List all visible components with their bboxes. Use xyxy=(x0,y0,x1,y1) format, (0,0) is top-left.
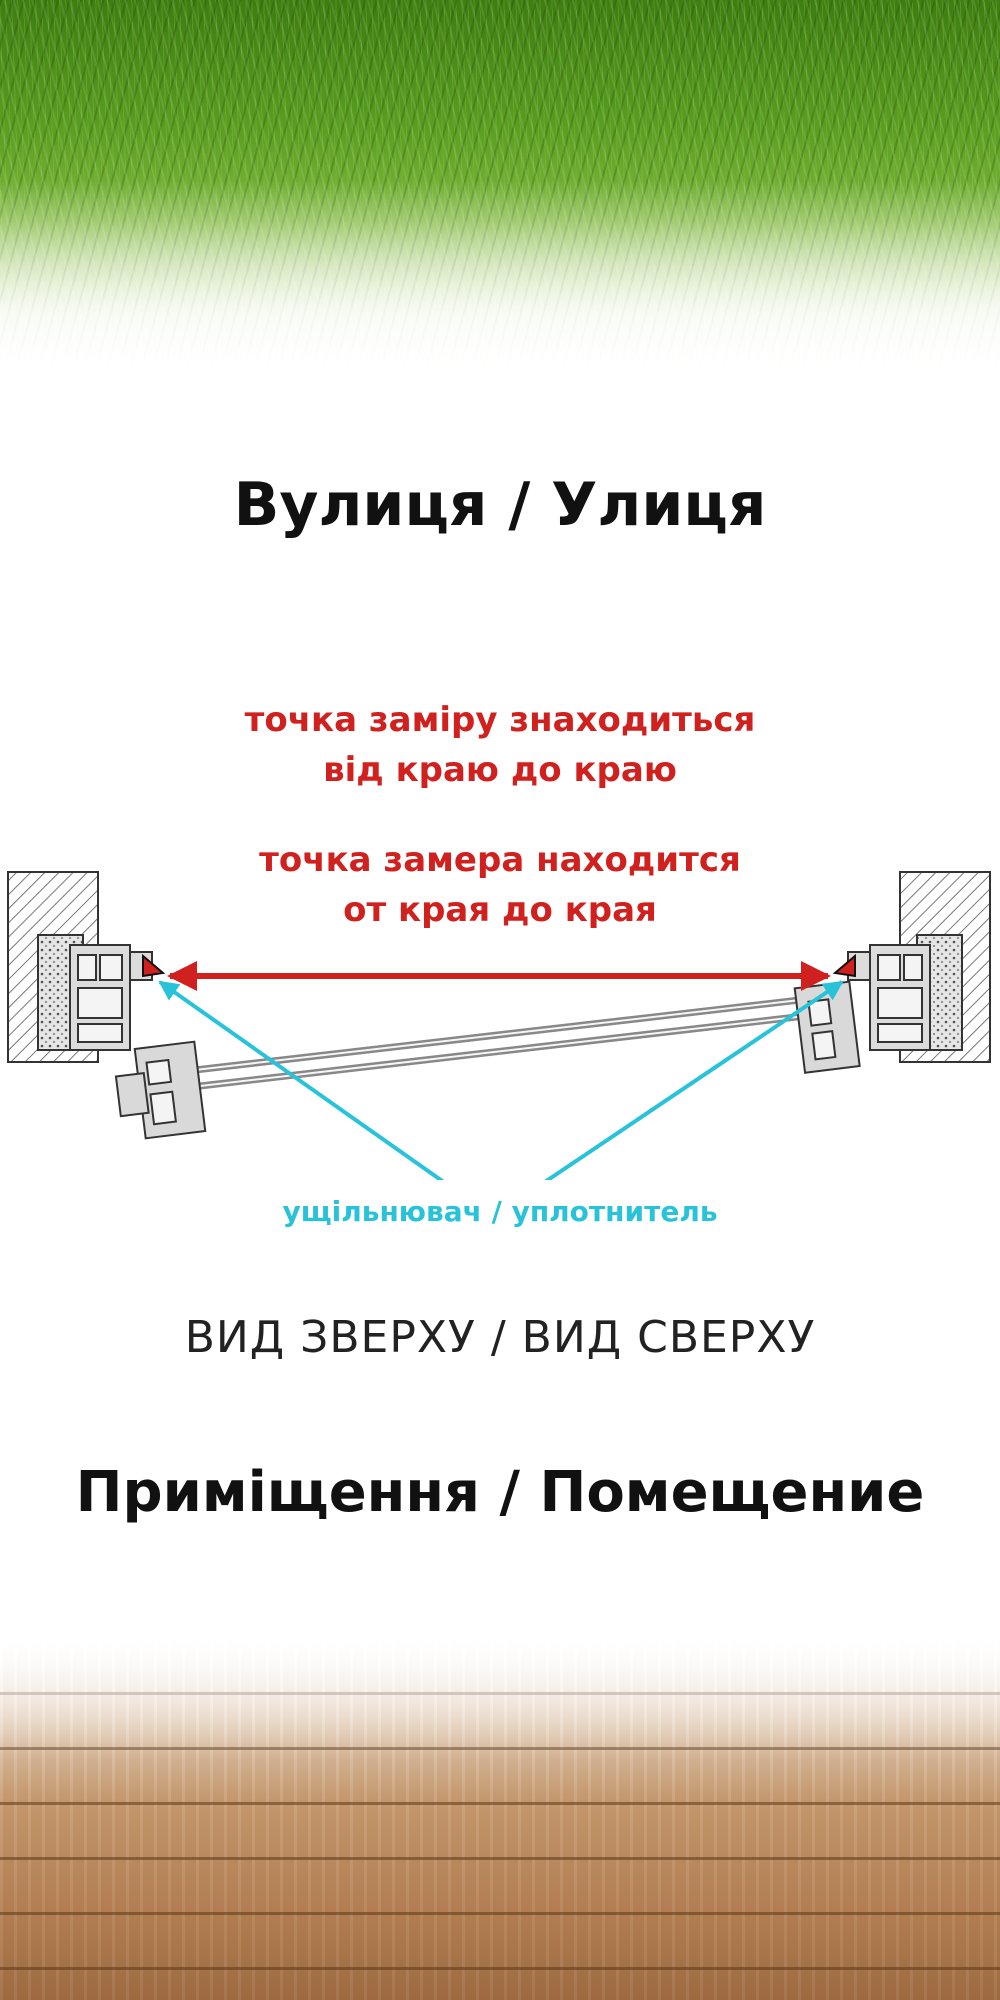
floor-fade xyxy=(0,1640,1000,1760)
view-label: ВИД ЗВЕРХУ / ВИД СВЕРХУ xyxy=(184,1312,816,1363)
seal-pointer-left xyxy=(158,980,445,1180)
measure-note-ru-line1: точка замера находится xyxy=(259,840,741,880)
measure-note-ua-line1: точка заміру знаходиться xyxy=(244,700,756,740)
right-frame-profile xyxy=(847,944,931,1051)
window-section-diagram xyxy=(7,871,991,1180)
open-sash xyxy=(114,980,861,1140)
measure-note-ru: точка замера находится от края до края xyxy=(0,835,1000,935)
street-label: Вулиця / Улиця xyxy=(233,470,767,540)
measure-note-ua: точка заміру знаходиться від краю до кра… xyxy=(0,695,1000,795)
left-frame-profile xyxy=(69,944,153,1051)
left-seal-marker xyxy=(142,953,166,978)
measure-note-ua-line2: від краю до краю xyxy=(323,750,677,790)
measure-note-ru-line2: от края до края xyxy=(343,890,657,930)
seal-pointer-right xyxy=(544,980,844,1180)
room-label: Приміщення / Помещение xyxy=(75,1460,925,1525)
right-seal-marker xyxy=(832,953,856,978)
seal-label: ущільнювач / уплотнитель xyxy=(282,1195,718,1228)
grass-fade xyxy=(0,180,1000,370)
